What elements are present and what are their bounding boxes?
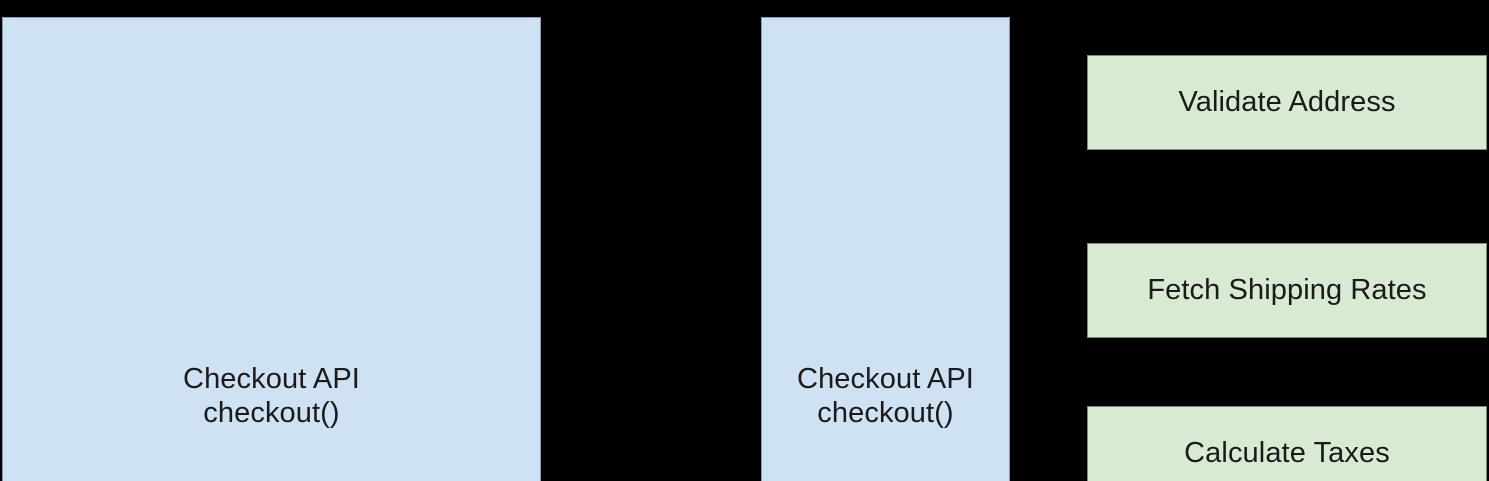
operation-label: Calculate Taxes [1184, 437, 1390, 470]
participant-method: checkout() [817, 397, 954, 430]
operation-calculate-taxes[interactable]: Calculate Taxes [1087, 406, 1487, 481]
participant-checkout-api-left[interactable]: Checkout API checkout() [2, 17, 541, 481]
operation-label: Validate Address [1178, 86, 1396, 119]
operation-validate-address[interactable]: Validate Address [1087, 55, 1487, 150]
participant-label-stack: Checkout API checkout() [762, 362, 1009, 430]
operation-fetch-shipping-rates[interactable]: Fetch Shipping Rates [1087, 243, 1487, 338]
participant-method: checkout() [203, 397, 340, 430]
participant-title: Checkout API [797, 363, 974, 395]
operation-label: Fetch Shipping Rates [1147, 274, 1427, 307]
participant-title: Checkout API [183, 363, 360, 395]
participant-label-stack: Checkout API checkout() [3, 362, 540, 430]
participant-checkout-api-right[interactable]: Checkout API checkout() [761, 17, 1010, 481]
